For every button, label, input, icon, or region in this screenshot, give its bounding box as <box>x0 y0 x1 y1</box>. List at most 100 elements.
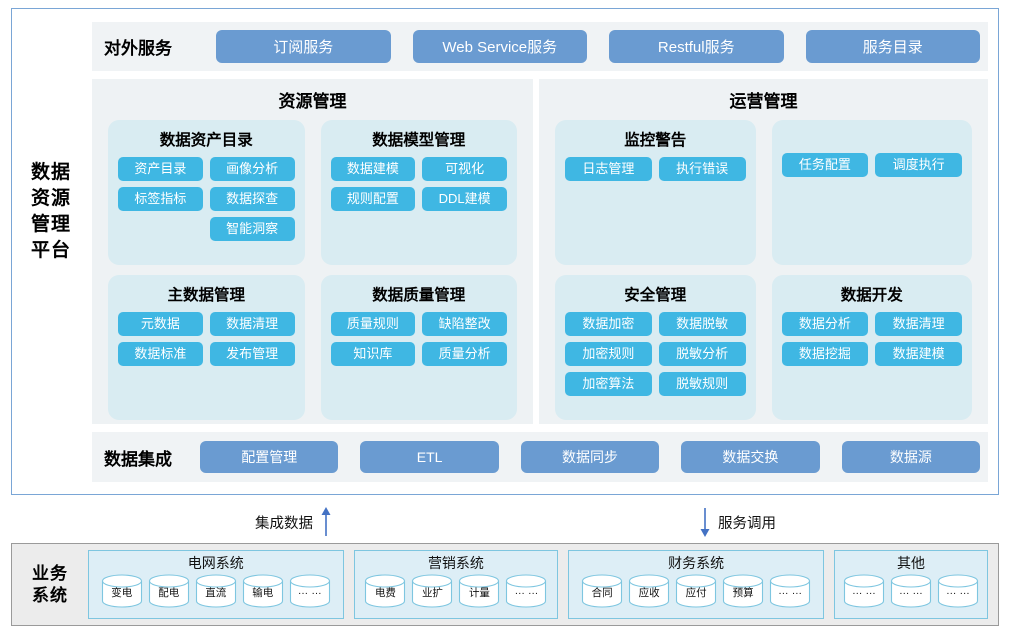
capability-chip[interactable]: 任务配置 <box>781 153 869 177</box>
capability-box: 数据资产目录资产目录画像分析标签指标数据探查智能洞察 <box>108 120 305 265</box>
capability-chip[interactable]: 数据加密 <box>565 312 652 336</box>
capability-chip[interactable]: 智能洞察 <box>209 217 295 241</box>
database-label: 业扩 <box>421 587 443 599</box>
capability-chip[interactable]: 发布管理 <box>209 342 295 366</box>
capability-chip[interactable]: 标签指标 <box>118 187 203 211</box>
panel-title: 资源管理 <box>278 92 347 111</box>
capability-chip[interactable]: 数据清理 <box>209 312 295 336</box>
business-system-group-title: 营销系统 <box>427 555 484 571</box>
database-label: 变电 <box>111 587 133 599</box>
database-icon[interactable]: 配电 <box>148 574 190 608</box>
external-service-button[interactable]: Web Service服务 <box>412 30 587 63</box>
capability-chip[interactable]: 质量分析 <box>422 342 507 366</box>
capability-box-title: 主数据管理 <box>167 287 245 304</box>
capability-chip[interactable]: 数据建模 <box>330 157 416 181</box>
data-integration-button[interactable]: 数据源 <box>841 441 981 473</box>
capability-chip[interactable]: 可视化 <box>422 157 507 181</box>
database-icon[interactable]: 直流 <box>195 574 237 608</box>
database-icon[interactable]: 应收 <box>628 574 670 608</box>
capability-chip[interactable]: 日志管理 <box>565 157 652 181</box>
database-icon[interactable]: 合同 <box>581 574 623 608</box>
capability-chip[interactable]: 缺陷整改 <box>422 312 507 336</box>
data-integration-button[interactable]: ETL <box>360 441 499 473</box>
database-label: 输电 <box>252 587 274 599</box>
database-list: … …… …… … <box>838 573 984 608</box>
database-label: … … <box>945 585 970 597</box>
database-icon[interactable]: … … <box>769 574 811 608</box>
capability-chip[interactable]: 数据脱敏 <box>658 312 746 336</box>
capability-chip[interactable]: 调度执行 <box>875 153 962 177</box>
capability-chip[interactable]: 数据探查 <box>209 187 295 211</box>
capability-chip-list: 任务配置调度执行 <box>781 153 962 177</box>
database-icon[interactable]: … … <box>890 574 932 608</box>
capability-chip[interactable]: 数据标准 <box>118 342 203 366</box>
flow-integrate-data: 集成数据 <box>255 505 339 539</box>
business-system-group: 营销系统电费 业扩 计量… … <box>353 550 559 619</box>
database-icon[interactable]: 输电 <box>242 574 284 608</box>
database-icon[interactable]: … … <box>505 574 547 608</box>
external-service-button[interactable]: 订阅服务 <box>216 30 391 63</box>
capability-chip[interactable]: 知识库 <box>330 342 416 366</box>
capability-chip[interactable]: 加密算法 <box>565 372 652 396</box>
database-list: 合同 应收 应付 预算 … … <box>576 573 816 608</box>
capability-box: 安全管理数据加密数据脱敏加密规则脱敏分析加密算法脱敏规则 <box>555 275 756 420</box>
database-label: 配电 <box>158 587 180 599</box>
database-icon[interactable]: 应付 <box>675 574 717 608</box>
database-icon[interactable]: 预算 <box>722 574 764 608</box>
panel-box-grid: 监控警告日志管理执行错误 任务配置调度执行安全管理数据加密数据脱敏加密规则脱敏分… <box>539 120 988 420</box>
capability-box: 主数据管理元数据数据清理数据标准发布管理 <box>108 275 305 420</box>
business-systems-label-line: 业务 <box>32 563 68 583</box>
panel-title: 运营管理 <box>729 92 798 111</box>
capability-chip[interactable]: 画像分析 <box>209 157 295 181</box>
capability-chip[interactable]: 数据分析 <box>781 312 869 336</box>
external-service-button[interactable]: Restful服务 <box>609 30 784 63</box>
database-label: 应收 <box>638 587 660 599</box>
capability-chip[interactable]: 数据挖掘 <box>781 342 869 366</box>
arrow-down-icon <box>692 506 718 538</box>
panel-operation-management: 运营管理 监控警告日志管理执行错误 任务配置调度执行安全管理数据加密数据脱敏加密… <box>539 79 988 424</box>
data-integration-title: 数据集成 <box>104 449 172 469</box>
database-list: 电费 业扩 计量… … <box>359 573 552 608</box>
business-systems-groups: 电网系统变电配电直流输电… …营销系统电费业扩计量… …财务系统合同应收应付预算… <box>88 550 998 619</box>
capability-chip[interactable]: 资产目录 <box>118 157 203 181</box>
database-icon[interactable]: 电费 <box>364 574 406 608</box>
capability-chip[interactable]: 元数据 <box>118 312 203 336</box>
capability-chip-list: 元数据数据清理数据标准发布管理 <box>118 312 295 366</box>
database-label: 应付 <box>685 587 707 599</box>
database-label: 电费 <box>374 587 396 599</box>
flow-label: 服务调用 <box>718 515 776 532</box>
capability-chip[interactable]: DDL建模 <box>422 187 507 211</box>
capability-chip[interactable]: 规则配置 <box>330 187 416 211</box>
capability-chip[interactable]: 数据清理 <box>875 312 962 336</box>
capability-box-title: 数据资产目录 <box>159 132 253 149</box>
capability-box-title: 数据质量管理 <box>372 287 466 304</box>
capability-chip[interactable]: 加密规则 <box>565 342 652 366</box>
database-icon[interactable]: … … <box>937 574 979 608</box>
database-label: 预算 <box>732 587 754 599</box>
capability-chip[interactable]: 脱敏分析 <box>658 342 746 366</box>
business-system-group: 电网系统变电配电直流输电… … <box>88 550 344 619</box>
data-integration-button[interactable]: 数据交换 <box>681 441 820 473</box>
database-list: 变电 配电 直流 输电 … … <box>96 573 336 608</box>
business-systems-label-line: 系统 <box>32 585 68 605</box>
database-icon[interactable]: … … <box>289 574 331 608</box>
capability-chip[interactable]: 执行错误 <box>658 157 746 181</box>
external-service-button[interactable]: 服务目录 <box>805 30 980 63</box>
database-icon[interactable]: 计量 <box>458 574 500 608</box>
capability-chip[interactable]: 数据建模 <box>875 342 962 366</box>
business-systems-frame: 业务系统 电网系统变电配电直流输电… …营销系统电费业扩计量… …财务系统合同应… <box>11 543 999 626</box>
platform-title: 数据资源管理平台 <box>14 160 88 264</box>
database-icon[interactable]: 变电 <box>101 574 143 608</box>
capability-chip[interactable]: 质量规则 <box>330 312 416 336</box>
capability-chip-list: 质量规则缺陷整改知识库质量分析 <box>330 312 507 366</box>
external-services-buttons: 订阅服务 Web Service服务 Restful服务服务目录 <box>216 30 988 63</box>
database-icon[interactable]: 业扩 <box>411 574 453 608</box>
capability-chip[interactable]: 脱敏规则 <box>658 372 746 396</box>
business-system-group: 其他… …… …… … <box>833 550 989 619</box>
database-icon[interactable]: … … <box>843 574 885 608</box>
platform-title-line: 资源 <box>30 188 71 209</box>
data-integration-button[interactable]: 数据同步 <box>520 441 660 473</box>
data-integration-button[interactable]: 配置管理 <box>200 441 339 473</box>
arrow-up-icon <box>313 506 339 538</box>
